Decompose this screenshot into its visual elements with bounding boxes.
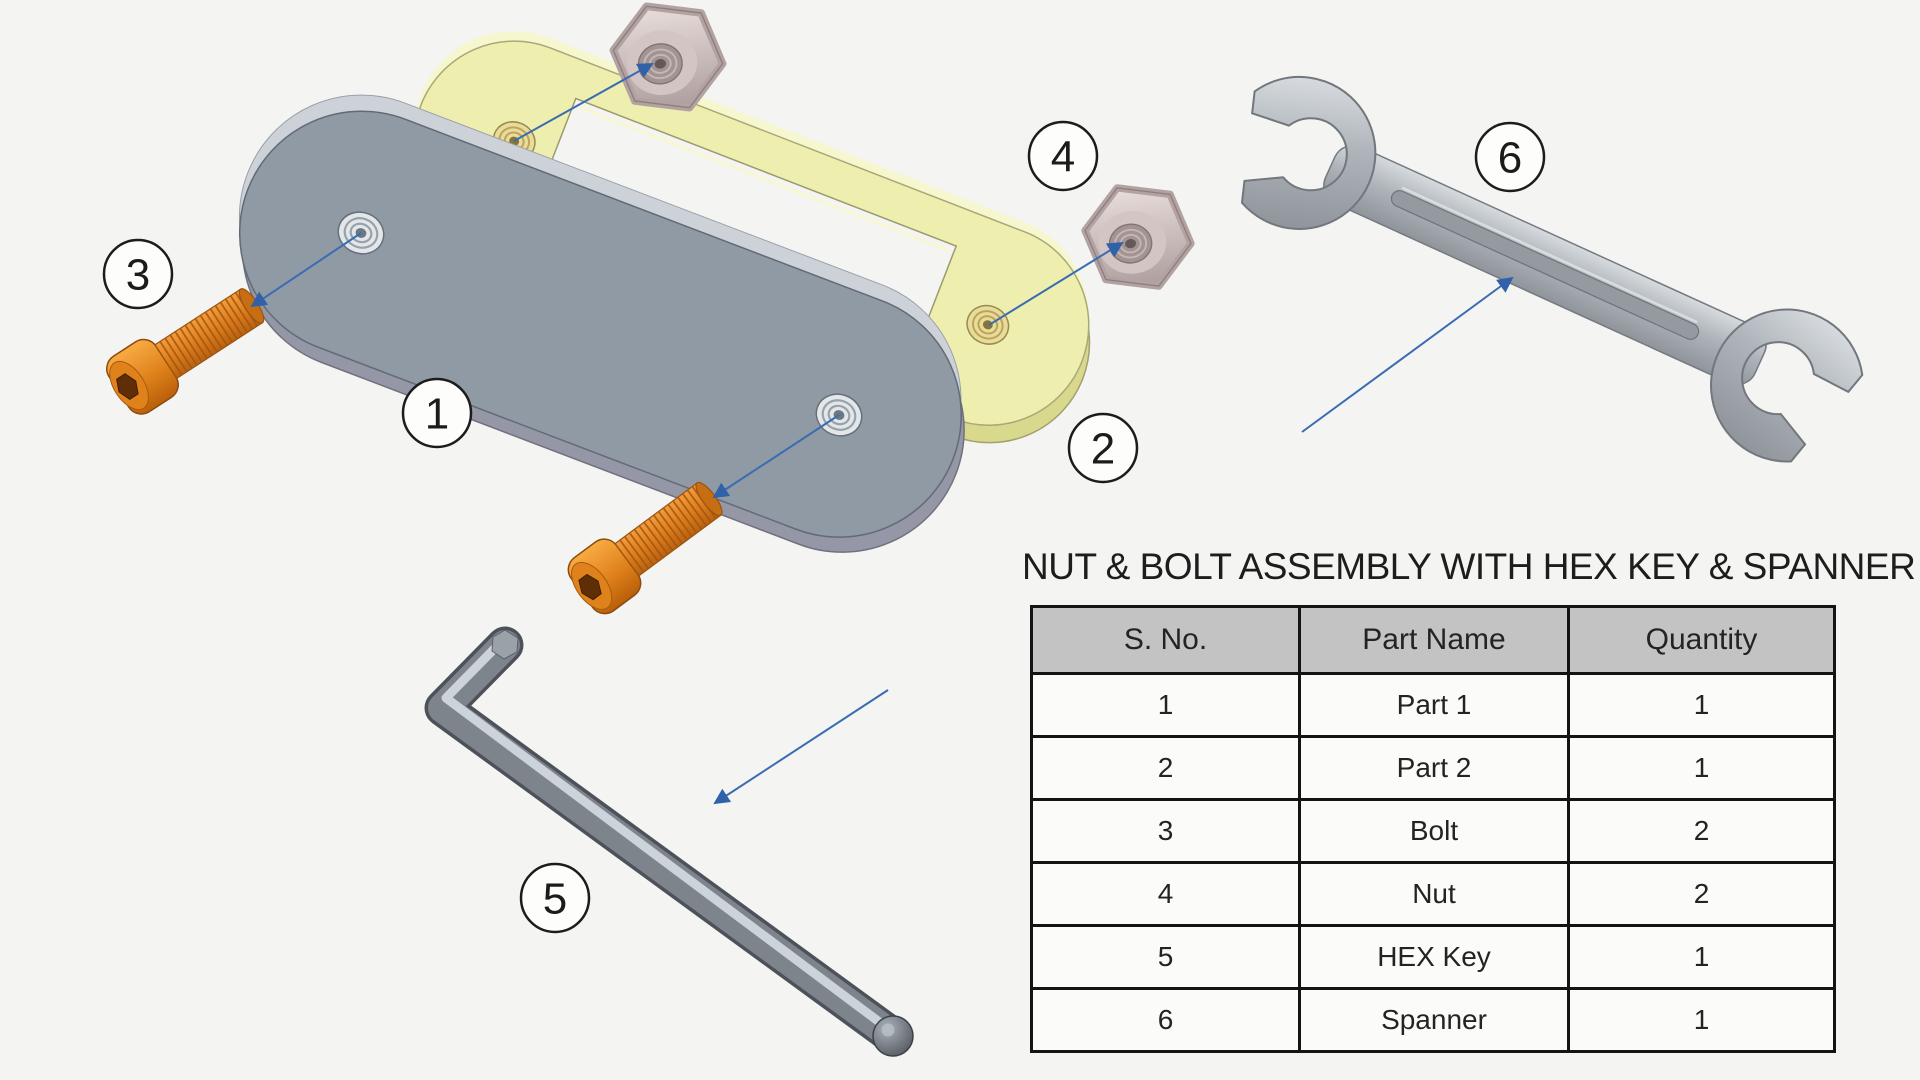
hex-key-highlight xyxy=(441,636,891,1032)
leader-bolt-bottom xyxy=(712,414,840,499)
bom-row-4: 4 Nut 2 xyxy=(1030,861,1836,927)
hex-key-body xyxy=(428,630,905,1049)
callout-4-circle xyxy=(1027,120,1099,192)
leader-spanner xyxy=(1301,276,1514,433)
bom-header-sno: S. No. xyxy=(1030,605,1301,675)
hex-nut-right xyxy=(1080,179,1196,295)
ball-highlight xyxy=(881,1023,895,1037)
bom-header-part-name: Part Name xyxy=(1298,605,1570,675)
callout-balloons: 1 2 3 4 5 6 xyxy=(102,120,1546,934)
part1-front-face xyxy=(238,110,962,538)
bom-cell-sno: 1 xyxy=(1030,672,1301,738)
callout-5-number: 5 xyxy=(543,874,567,923)
callout-6-number: 6 xyxy=(1498,133,1522,182)
callout-3-circle xyxy=(102,238,174,310)
bom-table: S. No. Part Name Quantity 1 Part 1 1 2 P… xyxy=(1030,605,1836,1053)
bom-header-quantity: Quantity xyxy=(1567,605,1836,675)
drawing-title: NUT & BOLT ASSEMBLY WITH HEX KEY & SPANN… xyxy=(1022,546,1916,587)
callout-1: 1 xyxy=(401,377,473,449)
callout-2: 2 xyxy=(1067,412,1139,484)
bom-row-1: 1 Part 1 1 xyxy=(1030,672,1836,738)
callout-4-number: 4 xyxy=(1051,132,1075,181)
socket-head-bolt-bottom xyxy=(559,467,735,623)
bom-cell-quantity: 1 xyxy=(1567,924,1836,990)
bom-header-row: S. No. Part Name Quantity xyxy=(1030,605,1836,675)
bom-cell-part-name: Part 2 xyxy=(1298,735,1570,801)
bom-cell-sno: 6 xyxy=(1030,987,1301,1053)
bom-row-6: 6 Spanner 1 xyxy=(1030,987,1836,1053)
bom-cell-part-name: Part 1 xyxy=(1298,672,1570,738)
callout-1-circle xyxy=(401,377,473,449)
callout-1-number: 1 xyxy=(425,389,449,438)
callout-3: 3 xyxy=(102,238,174,310)
bom-row-5: 5 HEX Key 1 xyxy=(1030,924,1836,990)
bom-cell-sno: 2 xyxy=(1030,735,1301,801)
bom-cell-quantity: 2 xyxy=(1567,861,1836,927)
leader-bolt-left xyxy=(250,232,362,308)
bom-cell-quantity: 1 xyxy=(1567,672,1836,738)
hex-key-ball-end xyxy=(872,1015,914,1057)
callout-4: 4 xyxy=(1027,120,1099,192)
leader-hex-key xyxy=(713,689,889,805)
leader-nut-right xyxy=(988,241,1124,326)
callout-2-number: 2 xyxy=(1091,424,1115,473)
callout-6-circle xyxy=(1474,121,1546,193)
bom-cell-quantity: 1 xyxy=(1567,987,1836,1053)
leader-lines xyxy=(250,63,1514,805)
leader-nut-top xyxy=(513,63,654,142)
callout-5-circle xyxy=(519,862,591,934)
part1-gray-plate xyxy=(238,94,965,553)
spanner-slot-highlight xyxy=(1401,186,1698,324)
callout-5: 5 xyxy=(519,862,591,934)
bom-cell-part-name: Nut xyxy=(1298,861,1570,927)
spanner-slot xyxy=(1390,190,1700,340)
bom-cell-part-name: Bolt xyxy=(1298,798,1570,864)
hex-key xyxy=(424,626,914,1057)
callout-2-circle xyxy=(1067,412,1139,484)
spanner xyxy=(1238,70,1877,478)
callout-6: 6 xyxy=(1474,121,1546,193)
cutout-inner-highlight xyxy=(578,105,949,252)
callout-3-number: 3 xyxy=(126,250,150,299)
bom-cell-sno: 4 xyxy=(1030,861,1301,927)
bom-cell-sno: 5 xyxy=(1030,924,1301,990)
bom-cell-quantity: 1 xyxy=(1567,735,1836,801)
bom-cell-part-name: HEX Key xyxy=(1298,924,1570,990)
hex-key-tip-facet xyxy=(491,629,519,660)
bom-cell-quantity: 2 xyxy=(1567,798,1836,864)
bom-cell-sno: 3 xyxy=(1030,798,1301,864)
bom-row-2: 2 Part 2 1 xyxy=(1030,735,1836,801)
bom-cell-part-name: Spanner xyxy=(1298,987,1570,1053)
bom-row-3: 3 Bolt 2 xyxy=(1030,798,1836,864)
